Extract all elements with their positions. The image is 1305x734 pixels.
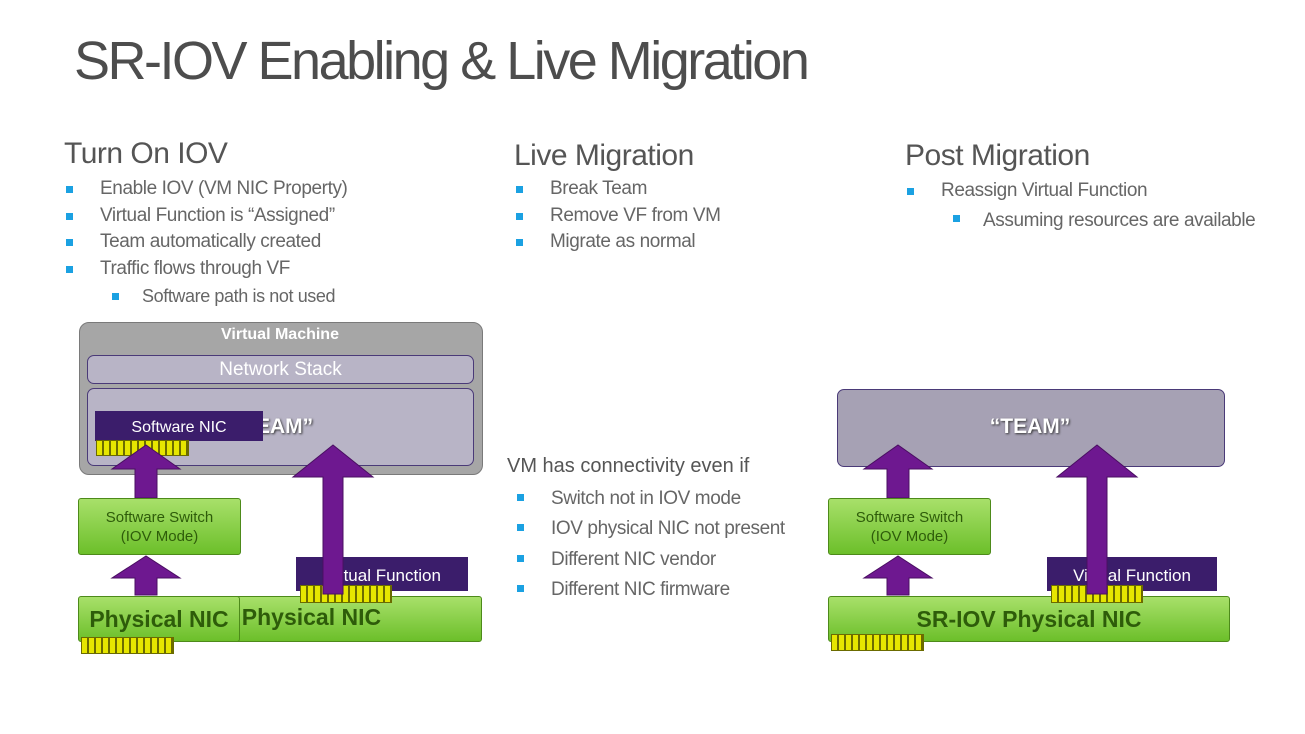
sr-iov-physical-nic-label: / Physical NIC bbox=[229, 604, 382, 630]
software-nic-label: Software NIC bbox=[95, 411, 263, 441]
list-item: Traffic flows through VF bbox=[64, 256, 348, 283]
software-switch-box: Software Switch (IOV Mode) bbox=[78, 498, 241, 555]
software-switch-label: Software Switch bbox=[105, 509, 214, 526]
software-switch-box: Software Switch (IOV Mode) bbox=[828, 498, 991, 555]
list-item: Remove VF from VM bbox=[514, 203, 721, 230]
software-switch-mode: (IOV Mode) bbox=[870, 528, 949, 545]
list-item: Migrate as normal bbox=[514, 229, 721, 256]
arrow-up-icon bbox=[1055, 444, 1139, 595]
sr-iov-nic-port bbox=[831, 634, 924, 651]
arrow-up-icon bbox=[291, 444, 375, 595]
team-label: “TEAM” bbox=[989, 415, 1071, 438]
post-migration-list: Reassign Virtual Function Assuming resou… bbox=[905, 178, 1256, 237]
arrow-up-icon bbox=[862, 555, 934, 596]
list-item: Virtual Function is “Assigned” bbox=[64, 203, 348, 230]
list-subitem: Software path is not used bbox=[64, 283, 348, 310]
turn-on-iov-heading: Turn On IOV bbox=[64, 137, 228, 170]
virtual-machine-label: Virtual Machine bbox=[221, 326, 339, 343]
network-stack-box: Network Stack bbox=[87, 355, 474, 384]
team-label: EAM” bbox=[256, 415, 314, 438]
physical-nic-box: Physical NIC bbox=[78, 596, 240, 642]
connectivity-heading: VM has connectivity even if bbox=[507, 455, 750, 477]
list-item: Different NIC vendor bbox=[515, 545, 785, 575]
live-migration-list: Break Team Remove VF from VM Migrate as … bbox=[514, 176, 721, 256]
arrow-up-icon bbox=[862, 444, 934, 499]
connectivity-list: Switch not in IOV mode IOV physical NIC … bbox=[515, 484, 785, 605]
arrow-up-icon bbox=[110, 444, 182, 499]
software-switch-mode: (IOV Mode) bbox=[120, 528, 199, 545]
live-migration-heading: Live Migration bbox=[514, 139, 694, 172]
list-item: Break Team bbox=[514, 176, 721, 203]
list-item: Reassign Virtual Function bbox=[905, 178, 1255, 205]
arrow-up-icon bbox=[110, 555, 182, 596]
list-item: Switch not in IOV mode bbox=[515, 484, 785, 514]
physical-nic-port bbox=[81, 637, 174, 654]
list-item: Team automatically created bbox=[64, 229, 348, 256]
slide-title: SR-IOV Enabling & Live Migration bbox=[74, 31, 810, 91]
post-migration-heading: Post Migration bbox=[905, 139, 1090, 172]
list-item: Different NIC firmware bbox=[515, 575, 785, 605]
software-switch-label: Software Switch bbox=[855, 509, 964, 526]
list-item: IOV physical NIC not present bbox=[515, 514, 785, 544]
list-item: Enable IOV (VM NIC Property) bbox=[64, 176, 348, 203]
list-subitem: Assuming resources are available bbox=[905, 205, 1256, 237]
turn-on-iov-list: Enable IOV (VM NIC Property) Virtual Fun… bbox=[64, 176, 348, 309]
